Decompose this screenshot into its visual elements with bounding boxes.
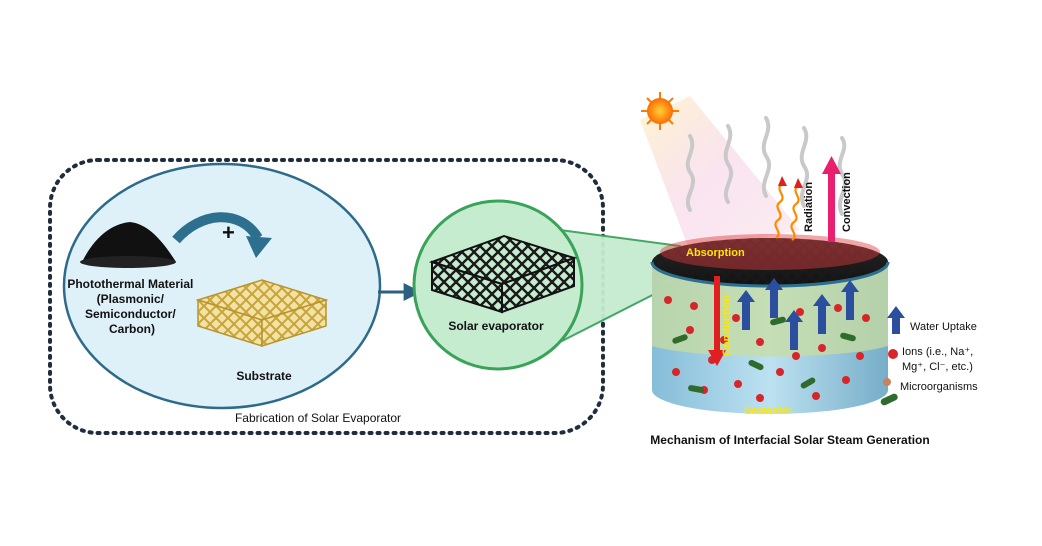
microorganism-legend-icon [880, 378, 898, 406]
steam-wisps [685, 116, 848, 216]
water-uptake-legend-icon [887, 306, 905, 334]
absorption-label: Absorption [686, 247, 745, 259]
plus-sign: + [222, 220, 235, 245]
ion-legend-icon [888, 349, 898, 359]
seawater-cylinder [650, 234, 890, 414]
photothermal-line-2: (Plasmonic/ [97, 292, 165, 306]
solar-evaporator-lattice-icon [428, 234, 578, 314]
microorganism-particles [672, 316, 856, 393]
substrate-lattice-icon [195, 279, 329, 348]
solar-evaporator-label: Solar evaporator [448, 319, 544, 333]
convection-arrow [822, 156, 841, 242]
radiation-label: Radiation [803, 182, 815, 232]
mix-arrow-head [246, 236, 272, 258]
legend-microorganisms: Microorganisms [900, 381, 978, 393]
sunlight-beam [640, 96, 800, 252]
fabrication-caption: Fabrication of Solar Evaporator [235, 411, 401, 425]
legend-ions-line2: Mg⁺, Cl⁻, etc.) [902, 361, 973, 373]
conduction-arrow [708, 276, 726, 366]
substrate-label: Substrate [236, 369, 292, 383]
photothermal-line-4: Carbon) [109, 322, 155, 336]
photothermal-label: Photothermal Material (Plasmonic/ Semico… [67, 277, 196, 336]
legend: Water Uptake Ions (i.e., Na⁺, Mg⁺, Cl⁻, … [880, 306, 978, 406]
water-uptake-arrows [737, 278, 859, 350]
photothermal-line-3: Semiconductor/ [85, 307, 176, 321]
conduction-label: Conduction [721, 295, 733, 356]
legend-ions-line1: Ions (i.e., Na⁺, [902, 346, 973, 358]
mechanism-caption: Mechanism of Interfacial Solar Steam Gen… [650, 433, 929, 447]
legend-water-uptake: Water Uptake [910, 321, 977, 333]
radiation-waves [774, 176, 803, 241]
convection-label: Convection [841, 172, 853, 232]
photothermal-powder-icon [80, 222, 176, 268]
seawater-label: Seawater [744, 405, 793, 417]
fabrication-ellipse [62, 162, 382, 410]
mix-curved-arrow [172, 212, 263, 244]
photothermal-line-1: Photothermal Material [67, 277, 193, 291]
ion-particles [664, 296, 870, 402]
sun-icon [641, 92, 679, 130]
